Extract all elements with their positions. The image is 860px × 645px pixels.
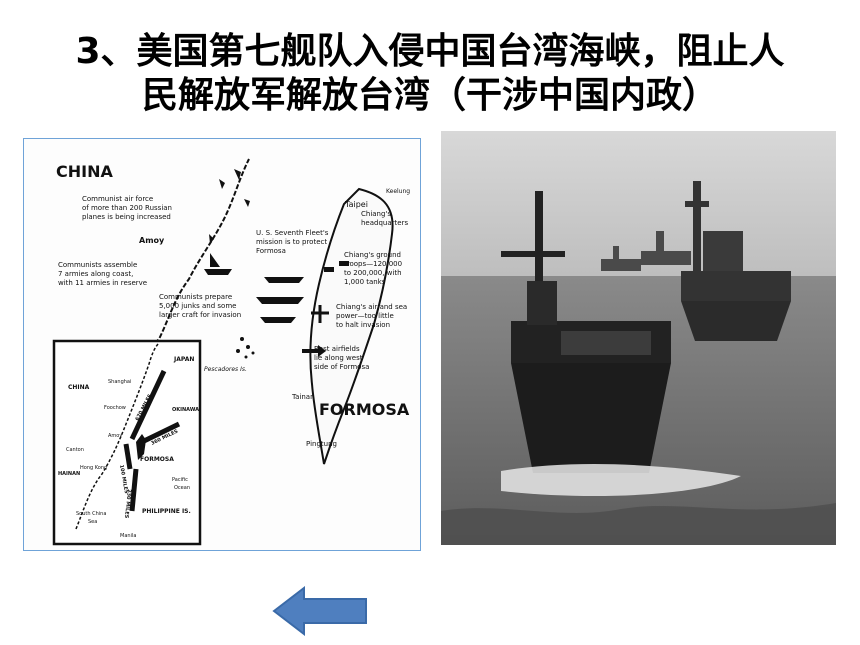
junk-boat-icon [204, 253, 232, 275]
main-carrier [501, 191, 671, 473]
slide-title-line-2: 民解放军解放台湾（干涉中国内政） [141, 75, 718, 116]
inset-label-230-miles: 230 MILES [123, 489, 132, 519]
note-ground-1: Chiang's ground [344, 251, 401, 259]
formosa-island [309, 187, 394, 465]
carrier-photo-drawing [441, 131, 836, 545]
inset-label-china: CHINA [68, 384, 90, 391]
note-air-sea-3: to halt invasion [336, 321, 390, 329]
inset-label-pacific-1: Pacific [172, 477, 188, 483]
inset-label-okinawa: OKINAWA [172, 407, 199, 413]
note-airfields-3: side of Formosa [314, 363, 369, 371]
map-label-amoy: Amoy [139, 236, 165, 245]
note-hq-1: Chiang's [361, 210, 391, 218]
inset-label-scs-1: South China [76, 511, 106, 517]
airfields-arrow [302, 345, 326, 357]
note-ground-4: 1,000 tanks [344, 278, 386, 286]
note-air-sea-1: Chiang's air and sea [336, 303, 407, 311]
note-air-force-1: Communist air force [82, 195, 153, 203]
note-junks-2: 5,000 junks and some [159, 302, 236, 310]
note-junks-3: larger craft for invasion [159, 311, 241, 319]
left-arrow-icon [272, 586, 367, 636]
note-hq-2: headquarters [361, 219, 408, 227]
aircraft-carrier-photo [441, 131, 836, 545]
map-label-pingtung: Pingtung [306, 440, 337, 448]
note-junks-1: Communists prepare [159, 293, 232, 301]
inset-label-canton: Canton [66, 447, 84, 453]
note-armies-2: 7 armies along coast, [58, 270, 133, 278]
inset-label-100-miles: 100 MILES [118, 464, 129, 494]
plane-icon [311, 305, 329, 323]
slide-title-line-1: 3、美国第七舰队入侵中国台湾海峡，阻止人 [75, 31, 785, 72]
inset-label-scs-2: Sea [88, 519, 97, 525]
inset-arrow-230 [129, 468, 139, 512]
note-armies-1: Communists assemble [58, 261, 137, 269]
back-arrow-button[interactable] [272, 586, 368, 636]
inset-label-amoy: Amoy [108, 433, 122, 439]
inset-map: JAPAN CHINA Shanghai Foochow OKINAWA Amo… [52, 339, 202, 546]
photo-sky [441, 131, 836, 281]
inset-label-pacific-2: Ocean [174, 485, 190, 491]
inset-label-philippine: PHILIPPINE IS. [142, 508, 191, 515]
map-drawing: CHINA FORMOSA Communist air force of mor… [52, 158, 410, 546]
note-air-force-2: of more than 200 Russian [82, 204, 172, 212]
inset-label-hainan: HAINAN [58, 471, 80, 477]
note-ground-2: troops—120,000 [344, 260, 402, 268]
inset-label-manila: Manila [120, 533, 136, 539]
note-air-sea-2: power—too little [336, 312, 394, 320]
map-label-taipei: Taipei [344, 200, 368, 209]
pescadores-islands [236, 337, 255, 359]
slide-title: 3、美国第七舰队入侵中国台湾海峡，阻止人 民解放军解放台湾（干涉中国内政） [0, 30, 860, 118]
inset-coastline [75, 343, 159, 530]
note-fleet-2: mission is to protect [256, 238, 327, 246]
note-armies-3: with 11 armies in reserve [58, 279, 147, 287]
inset-formosa [136, 434, 146, 460]
inset-arrow-100 [123, 443, 133, 470]
inset-label-hongkong: Hong Kong [80, 465, 107, 471]
inset-arrow-360 [142, 421, 181, 444]
map-label-formosa: FORMOSA [319, 400, 410, 419]
note-fleet-1: U. S. Seventh Fleet's [256, 229, 329, 237]
note-fleet-3: Formosa [256, 247, 286, 255]
inset-label-japan: JAPAN [173, 356, 194, 363]
note-airfields-2: lie along west [314, 354, 363, 362]
inset-label-shanghai: Shanghai [108, 379, 131, 385]
ship-wake [501, 464, 741, 496]
sea-waves [441, 503, 836, 545]
note-ground-3: to 200,000, with [344, 269, 402, 277]
tank-icons [324, 261, 349, 272]
fleet-ships [256, 277, 304, 323]
map-label-keelung: Keelung [386, 188, 410, 195]
note-air-force-3: planes is being increased [82, 213, 171, 221]
map-label-tainan: Tainan [291, 393, 315, 401]
distant-ships [601, 231, 691, 271]
second-carrier [681, 181, 791, 341]
formosa-strait-map: CHINA FORMOSA Communist air force of mor… [23, 138, 421, 551]
map-label-china: CHINA [56, 162, 113, 181]
note-airfields-1: Best airfields [314, 345, 360, 353]
map-label-pescadores: Pescadores Is. [204, 366, 247, 373]
inset-arrow-670 [129, 369, 167, 441]
inset-label-foochow: Foochow [104, 405, 126, 411]
inset-label-formosa: FORMOSA [140, 456, 174, 463]
